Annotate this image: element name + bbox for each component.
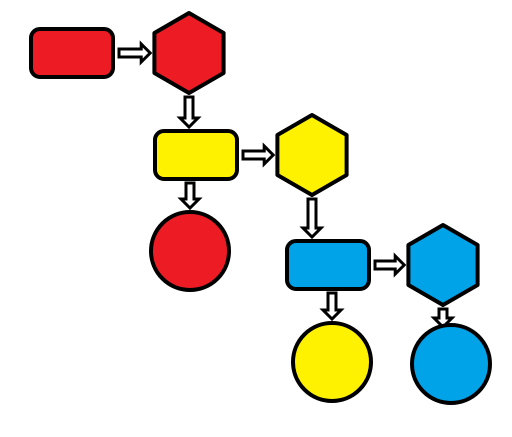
arrow-blue-hexagon-to-blue-circle: [430, 307, 456, 330]
edges-layer: [117, 40, 456, 330]
red-rect-node: [29, 27, 115, 79]
red-hexagon-node: [152, 11, 226, 95]
arrow-yellow-rect-to-red-circle: [177, 181, 203, 211]
blue-rect-node: [285, 239, 371, 291]
arrow-red-rect-to-red-hexagon: [117, 40, 153, 66]
red-circle-node: [149, 210, 231, 292]
arrow-yellow-hexagon-to-blue-rect: [299, 197, 325, 240]
nodes-layer: [29, 11, 492, 405]
arrow-red-hexagon-to-yellow-rect: [176, 95, 202, 130]
yellow-circle-node: [291, 321, 373, 403]
yellow-hexagon-node: [275, 113, 349, 197]
blue-hexagon-node: [406, 223, 480, 307]
arrow-blue-rect-to-yellow-circle: [319, 291, 345, 322]
arrow-blue-rect-to-blue-hexagon: [373, 252, 407, 278]
blue-circle-node: [410, 323, 492, 405]
arrow-yellow-rect-to-yellow-hexagon: [241, 142, 276, 168]
yellow-rect-node: [153, 129, 239, 181]
